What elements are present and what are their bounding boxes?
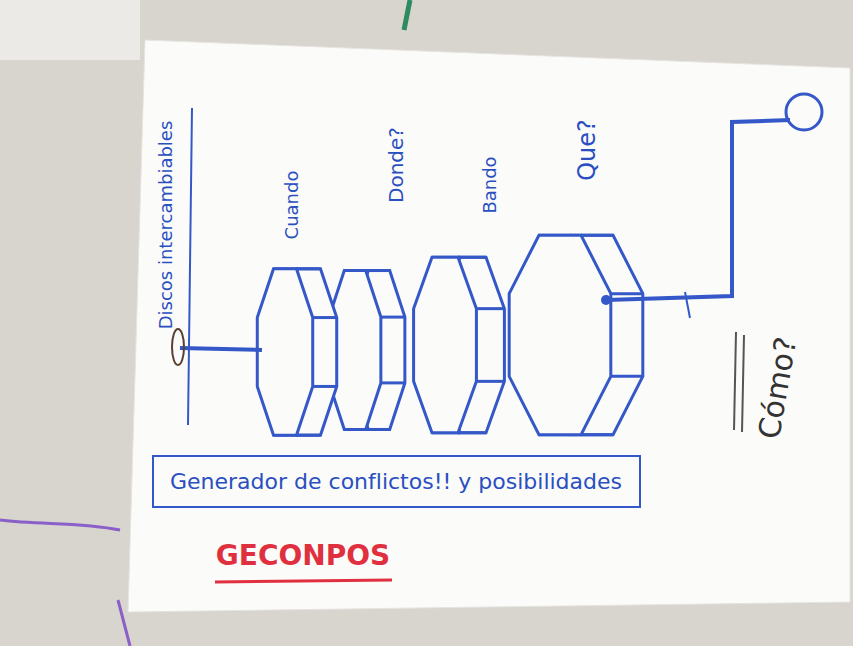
disc-edge	[366, 269, 390, 272]
marker-mark	[0, 520, 120, 530]
disc-edge	[381, 381, 405, 384]
disc-edge	[458, 431, 486, 434]
disc-face	[414, 257, 477, 433]
title-underline	[215, 580, 392, 582]
disc-label: Que?	[574, 119, 602, 181]
box-text: Generador de conflictos!! y posibilidade…	[170, 469, 623, 494]
tick-mark	[685, 292, 690, 318]
disc-edge	[296, 434, 320, 437]
disc-edge	[581, 234, 613, 237]
disc-edge	[296, 267, 320, 270]
disc-edge	[366, 428, 390, 431]
marker-mark	[404, 0, 410, 30]
crank-knob	[786, 94, 822, 130]
disc-edge	[581, 433, 613, 436]
axle-end	[172, 329, 184, 365]
marker-mark	[118, 600, 130, 646]
disc-edge	[476, 380, 504, 383]
divider-line	[188, 108, 192, 425]
underline-mark	[742, 335, 744, 432]
disc-label: Donde?	[385, 127, 408, 203]
disc-label: Cuando	[282, 171, 303, 240]
disc-edge	[313, 316, 337, 319]
disc-edge	[611, 375, 643, 378]
other-paper	[0, 0, 140, 60]
octagon-disc	[509, 235, 643, 435]
octagon-disc	[414, 257, 505, 433]
disc-label: Bando	[480, 156, 501, 213]
disc-stack	[257, 235, 643, 435]
paper-sheet	[128, 40, 850, 612]
disc-edge	[381, 316, 405, 319]
crank-handle	[606, 120, 790, 300]
underline-mark	[734, 332, 736, 430]
vertical-label: Discos intercambiables	[156, 121, 177, 330]
disc-face	[257, 269, 312, 435]
disc-edge	[611, 292, 643, 295]
disc-edge	[476, 307, 504, 310]
octagon-disc	[329, 271, 405, 430]
shaft-dot	[601, 295, 611, 305]
process-box: Generador de conflictos!! y posibilidade…	[152, 455, 641, 508]
disc-face	[509, 235, 611, 435]
disc-edge	[313, 385, 337, 388]
axle	[180, 348, 262, 350]
disc-edge	[458, 256, 486, 259]
octagon-disc	[257, 269, 336, 435]
title-label: GECONPOS	[216, 540, 390, 572]
